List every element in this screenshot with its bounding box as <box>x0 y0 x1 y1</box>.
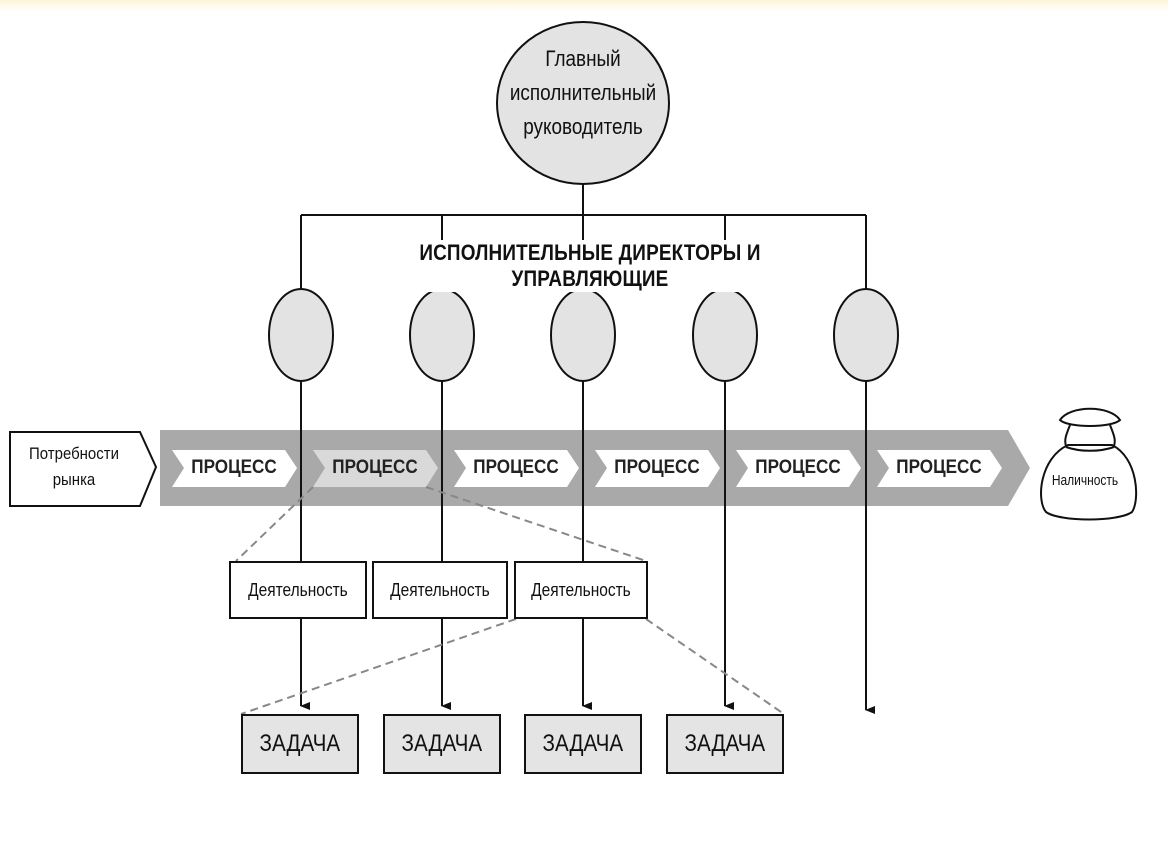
process-label: ПРОЦЕСС <box>614 457 700 478</box>
money-bag-icon <box>1040 407 1138 521</box>
process-chevron <box>595 450 720 487</box>
directors-label: ИСПОЛНИТЕЛЬНЫЕ ДИРЕКТОРЫ И УПРАВЛЯЮЩИЕ <box>340 240 840 292</box>
task-label: ЗАДАЧА <box>259 730 341 757</box>
ceo-label-line2: исполнительный <box>509 80 657 105</box>
process-label: ПРОЦЕСС <box>755 457 841 478</box>
process-label: ПРОЦЕСС <box>191 457 277 478</box>
activity-box: Деятельность <box>372 561 508 619</box>
process-chevron <box>454 450 579 487</box>
process-chevrons <box>172 450 1002 487</box>
process-chevron <box>172 450 297 487</box>
ceo-label-line1: Главный <box>545 46 621 71</box>
director-node <box>550 288 616 382</box>
market-needs-label: Потребности рынка <box>19 441 128 493</box>
activity-label: Деятельность <box>390 579 490 600</box>
activity-box: Деятельность <box>514 561 648 619</box>
process-label: ПРОЦЕСС <box>332 457 418 478</box>
director-node <box>268 288 334 382</box>
ceo-label: Главный исполнительный руководитель <box>501 42 664 144</box>
ceo-label-line3: руководитель <box>523 114 643 139</box>
director-node <box>833 288 899 382</box>
director-nodes <box>268 288 899 382</box>
director-node <box>409 288 475 382</box>
zoom-dashed-lines <box>235 486 785 715</box>
task-label: ЗАДАЧА <box>684 730 766 757</box>
process-label: ПРОЦЕСС <box>473 457 559 478</box>
task-box: ЗАДАЧА <box>666 714 784 774</box>
process-label: ПРОЦЕСС <box>896 457 982 478</box>
director-node <box>692 288 758 382</box>
market-needs-shape <box>9 431 158 507</box>
market-needs-line2: рынка <box>52 470 96 489</box>
process-chevron-highlighted <box>313 450 438 487</box>
activity-box: Деятельность <box>229 561 367 619</box>
vertical-flow-arrows <box>300 381 875 714</box>
market-needs-line1: Потребности <box>29 444 119 463</box>
activity-label: Деятельность <box>248 579 348 600</box>
task-label: ЗАДАЧА <box>542 730 624 757</box>
task-box: ЗАДАЧА <box>524 714 642 774</box>
top-gradient-bar <box>0 0 1168 12</box>
process-chevron <box>877 450 1002 487</box>
task-box: ЗАДАЧА <box>383 714 501 774</box>
activity-label: Деятельность <box>531 579 631 600</box>
cash-label: Наличность <box>1051 472 1119 489</box>
process-chevron <box>736 450 861 487</box>
task-label: ЗАДАЧА <box>401 730 483 757</box>
task-box: ЗАДАЧА <box>241 714 359 774</box>
